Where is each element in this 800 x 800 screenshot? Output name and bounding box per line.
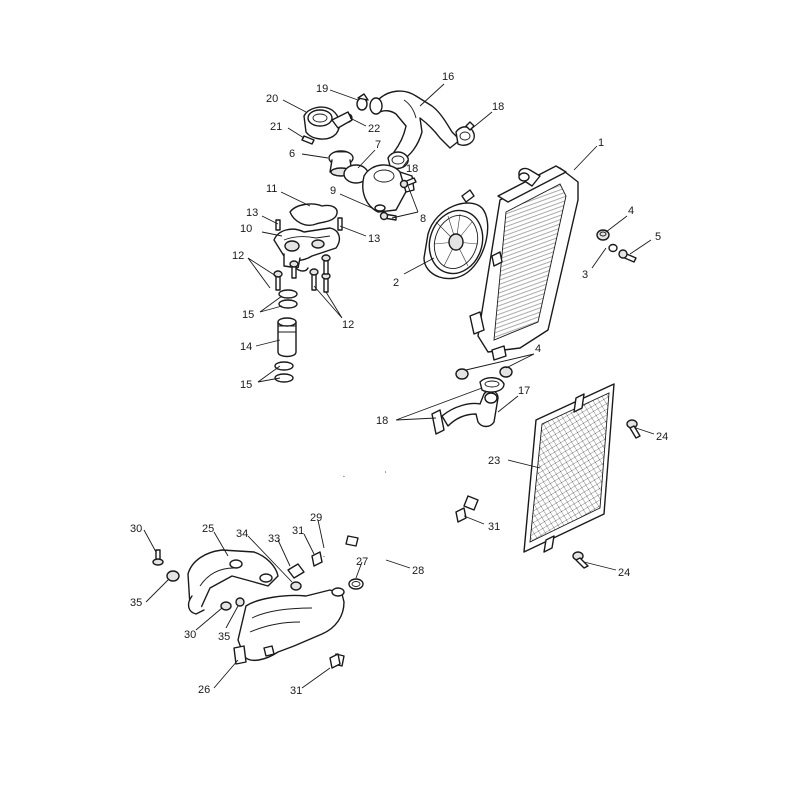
bolt-12a <box>273 270 283 291</box>
callout-28: 28 <box>412 565 424 577</box>
bolt-24-lower <box>572 551 589 569</box>
bolt-24-upper <box>626 419 641 439</box>
callout-24-upper: 24 <box>656 431 668 443</box>
leader-lines <box>143 83 655 689</box>
callout-4-upper: 4 <box>628 205 634 217</box>
bolt-21 <box>301 135 315 145</box>
callout-10: 10 <box>240 223 252 235</box>
callout-12-right: 12 <box>342 319 354 331</box>
top-hose <box>369 90 461 161</box>
bolt-13a <box>275 219 281 231</box>
fitting-34 <box>290 581 302 591</box>
hose-clip-lower-a <box>431 409 445 435</box>
callout-26: 26 <box>198 684 210 696</box>
nut-35-upper <box>166 570 180 582</box>
radiator <box>469 165 579 361</box>
bottom-hose <box>441 389 499 428</box>
callout-6: 6 <box>289 148 295 160</box>
hose-clip-upper-right <box>455 121 475 146</box>
callout-21: 21 <box>270 121 282 133</box>
grommet-upper <box>596 229 610 241</box>
callout-19: 19 <box>316 83 328 95</box>
callout-18-lower: 18 <box>376 415 388 427</box>
callout-15-lower: 15 <box>240 379 252 391</box>
hose-29 <box>322 535 359 557</box>
callout-34: 34 <box>236 528 248 540</box>
coolant-pipe <box>277 317 297 358</box>
o-ring-15-lower <box>274 361 294 383</box>
overflow-pipe <box>333 460 479 667</box>
cooling-fan <box>423 189 489 280</box>
callout-33: 33 <box>268 533 280 545</box>
filler-cap-housing <box>303 106 353 140</box>
bolt-12b <box>289 260 299 279</box>
callout-22: 22 <box>368 123 380 135</box>
callout-labels: 1 2 3 4 4 5 6 7 8 9 10 11 12 12 13 13 14… <box>130 71 668 697</box>
callout-13-right: 13 <box>368 233 380 245</box>
callout-14: 14 <box>240 341 252 353</box>
bolt-8b <box>379 211 397 221</box>
callout-1: 1 <box>598 137 604 149</box>
callout-16: 16 <box>442 71 454 83</box>
callout-23: 23 <box>488 455 500 467</box>
fitting-33 <box>287 563 305 579</box>
callout-9: 9 <box>330 185 336 197</box>
hose-clip-lower-b <box>479 377 505 393</box>
callout-8: 8 <box>420 213 426 225</box>
callout-4-lower: 4 <box>535 343 541 355</box>
callout-18-upper: 18 <box>492 101 504 113</box>
callout-2: 2 <box>393 277 399 289</box>
bolt-12c <box>309 268 319 291</box>
callout-30-lower: 30 <box>184 629 196 641</box>
bolt-30-lower <box>220 601 232 611</box>
callout-17: 17 <box>518 385 530 397</box>
clip-27 <box>348 578 364 590</box>
grommet-lower-right <box>499 366 513 378</box>
clip-31-mid <box>311 551 323 567</box>
callout-3: 3 <box>582 269 588 281</box>
callout-24-lower: 24 <box>618 567 630 579</box>
radiator-guard <box>523 383 615 553</box>
callout-31-bottom: 31 <box>290 685 302 697</box>
callout-27: 27 <box>356 556 368 568</box>
bolt-5 <box>618 249 637 263</box>
callout-15-upper: 15 <box>242 309 254 321</box>
thermostat <box>328 150 354 177</box>
callout-13-left: 13 <box>246 207 258 219</box>
bush <box>608 243 618 253</box>
expansion-tank <box>233 587 345 665</box>
callout-7: 7 <box>375 139 381 151</box>
callout-18-mid: 18 <box>406 163 418 175</box>
callout-35-lower: 35 <box>218 631 230 643</box>
callout-5: 5 <box>655 231 661 243</box>
clip-31-right <box>455 507 467 523</box>
expansion-tank-bracket <box>187 549 279 615</box>
callout-12-left: 12 <box>232 250 244 262</box>
callout-11: 11 <box>266 183 277 195</box>
callout-30-upper: 30 <box>130 523 142 535</box>
callout-35-upper: 35 <box>130 597 142 609</box>
callout-25: 25 <box>202 523 214 535</box>
callout-31-right: 31 <box>488 521 500 533</box>
o-ring-15-upper <box>278 289 298 309</box>
bolt-12e <box>321 254 331 275</box>
clip-31-bottom <box>329 653 341 669</box>
hose-clip-19 <box>356 93 369 111</box>
bolt-8a <box>399 177 417 189</box>
bolt-13b <box>337 217 343 231</box>
coolant-manifold <box>273 227 341 272</box>
grommet-lower-left <box>455 368 469 380</box>
gasket <box>289 203 338 226</box>
bolt-30-upper <box>152 549 164 566</box>
nut-35-lower <box>235 597 245 607</box>
callout-31-mid: 31 <box>292 525 304 537</box>
callout-20: 20 <box>266 93 278 105</box>
bolt-12d <box>321 272 331 293</box>
callout-29: 29 <box>310 512 322 524</box>
